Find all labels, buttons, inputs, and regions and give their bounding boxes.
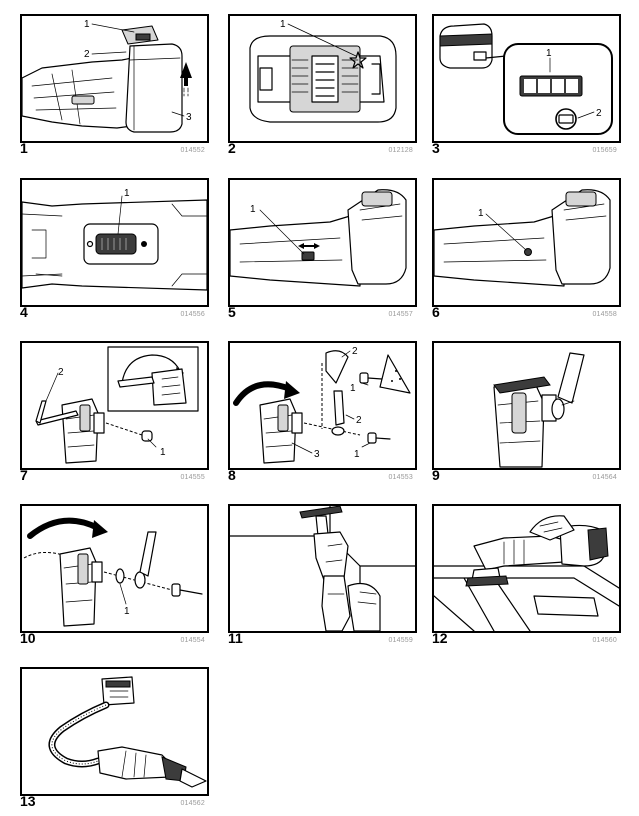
figure-code: 014554 [180, 637, 205, 644]
callout-1: 1 [124, 606, 130, 617]
callout-2: 2 [84, 49, 90, 60]
figure-code: 014557 [388, 311, 413, 318]
figure-12-panel [432, 504, 621, 633]
callout-1: 1 [350, 383, 356, 394]
callout-3: 3 [314, 449, 320, 460]
figure-2-panel: 1 [228, 14, 417, 143]
washer-install-illustration: 1 [23, 517, 203, 627]
accessory-attached-illustration [493, 352, 585, 468]
figure-4: 1 4 014556 [20, 178, 209, 320]
figure-3-panel: 1 2 [432, 14, 621, 143]
figure-code: 014556 [180, 311, 205, 318]
figure-code: 014555 [180, 474, 205, 481]
figure-code: 014560 [592, 637, 617, 644]
callout-1: 1 [354, 449, 360, 460]
figure-6: 1 6 014558 [432, 178, 621, 320]
sanding-illustration [434, 515, 619, 631]
figure-5: 1 5 014557 [228, 178, 417, 320]
figure-13-panel [20, 667, 209, 796]
figure-11: 11 014559 [228, 504, 417, 646]
battery-removal-illustration: 1 2 3 [22, 19, 192, 133]
figure-8: 2 1 2 3 1 8 014553 [228, 341, 417, 483]
callout-1: 1 [160, 447, 166, 458]
figure-number: 2 [228, 140, 236, 156]
battery-top-view-illustration: 1 [249, 19, 397, 123]
callout-1: 1 [84, 19, 90, 30]
figure-8-panel: 2 1 2 3 1 [228, 341, 417, 470]
callout-2: 2 [596, 108, 602, 119]
lever-open-illustration: 2 1 [35, 346, 199, 464]
battery-indicator-illustration: 1 2 [439, 23, 613, 135]
figure-code: 014558 [592, 311, 617, 318]
figure-code: 014564 [592, 474, 617, 481]
figure-number: 3 [432, 140, 440, 156]
figure-12: 12 014560 [432, 504, 621, 646]
plunge-cut-illustration [230, 506, 415, 631]
figure-number: 12 [432, 630, 448, 646]
figure-number: 10 [20, 630, 36, 646]
figure-number: 9 [432, 467, 440, 483]
figure-7: 2 1 7 014555 [20, 341, 209, 483]
figure-3: 1 2 3 015659 [432, 14, 621, 156]
figure-code: 014552 [180, 147, 205, 154]
figure-code: 014553 [388, 474, 413, 481]
figure-7-panel: 2 1 [20, 341, 209, 470]
accessory-install-illustration: 2 1 2 3 1 [233, 346, 411, 464]
figure-1-panel: 1 2 3 [20, 14, 209, 143]
figure-2: 1 2 012128 [228, 14, 417, 156]
callout-2: 2 [352, 346, 358, 357]
callout-1: 1 [124, 188, 130, 199]
figure-number: 11 [228, 630, 243, 646]
figure-11-panel [228, 504, 417, 633]
callout-1: 1 [546, 48, 552, 59]
figure-10-panel: 1 [20, 504, 209, 633]
callout-2: 2 [356, 415, 362, 426]
dust-extraction-illustration [48, 676, 207, 788]
speed-dial-illustration: 1 [434, 189, 611, 287]
figure-number: 5 [228, 304, 236, 320]
figure-1: 1 2 3 1 014552 [20, 14, 209, 156]
figure-9: 9 014564 [432, 341, 621, 483]
callout-1: 1 [280, 19, 286, 30]
slide-switch-illustration: 1 [230, 189, 407, 287]
figure-9-panel [432, 341, 621, 470]
callout-2: 2 [58, 367, 64, 378]
figure-code: 014559 [388, 637, 413, 644]
figure-6-panel: 1 [432, 178, 621, 307]
figure-number: 8 [228, 467, 236, 483]
figure-number: 6 [432, 304, 440, 320]
callout-1: 1 [478, 208, 484, 219]
figure-5-panel: 1 [228, 178, 417, 307]
figure-code: 015659 [592, 147, 617, 154]
callout-3: 3 [186, 112, 192, 123]
figure-10: 1 10 014554 [20, 504, 209, 646]
figure-code: 014562 [180, 800, 205, 807]
callout-1: 1 [250, 204, 256, 215]
figure-4-panel: 1 [20, 178, 209, 307]
figure-13: 13 014562 [20, 667, 209, 809]
figure-code: 012128 [388, 147, 413, 154]
switch-top-view-illustration: 1 [22, 188, 207, 291]
figure-number: 13 [20, 793, 36, 809]
figure-number: 1 [20, 140, 28, 156]
figure-number: 4 [20, 304, 28, 320]
figure-number: 7 [20, 467, 28, 483]
